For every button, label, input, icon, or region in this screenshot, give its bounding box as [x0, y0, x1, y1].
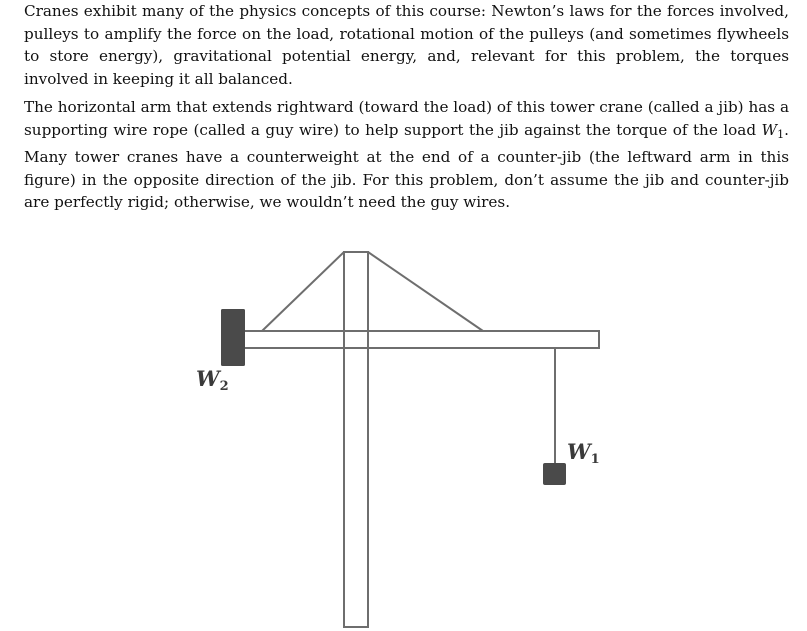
inline-symbol-w1: W1 [761, 120, 785, 141]
crane-mast [343, 251, 369, 628]
paragraph-intro-text: Cranes exhibit many of the physics conce… [24, 2, 789, 88]
crane-jib [243, 330, 600, 349]
guy-wire-right [367, 251, 484, 332]
paragraph-jib-text-b: . Many tower cranes have a counterweight… [24, 120, 789, 212]
guy-wire-left [261, 251, 345, 332]
paragraph-intro: Cranes exhibit many of the physics conce… [24, 0, 789, 90]
paragraph-jib-text-a: The horizontal arm that extends rightwar… [24, 98, 789, 139]
load-weight-w1 [543, 463, 566, 485]
label-w2: W2 [196, 366, 229, 394]
inline-symbol-w1-letter: W [761, 120, 778, 139]
paragraph-jib-description: The horizontal arm that extends rightwar… [24, 96, 789, 214]
label-w1: W1 [567, 439, 600, 467]
inline-symbol-w1-subscript: 1 [777, 127, 785, 141]
counterweight-w2 [221, 309, 245, 366]
